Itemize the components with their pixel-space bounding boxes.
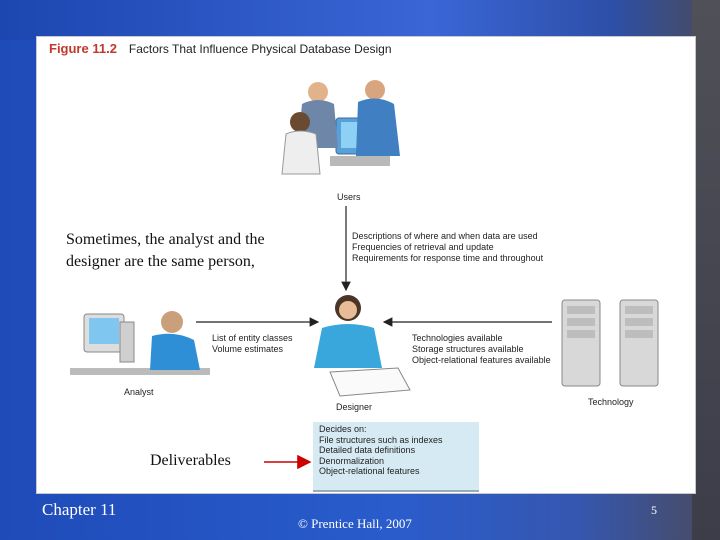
technology-input-item: Technologies available bbox=[412, 333, 551, 344]
users-illustration bbox=[282, 80, 400, 174]
deliverable-item: Decides on: bbox=[319, 424, 443, 435]
technology-input-item: Object-relational features available bbox=[412, 355, 551, 366]
analyst-input-item: List of entity classes bbox=[212, 333, 293, 344]
analyst-input-item: Volume estimates bbox=[212, 344, 293, 355]
technology-illustration bbox=[562, 300, 658, 386]
technology-inputs-list: Technologies available Storage structure… bbox=[412, 333, 551, 366]
users-input-item: Frequencies of retrieval and update bbox=[352, 242, 543, 253]
deliverable-item: Detailed data definitions bbox=[319, 445, 443, 456]
designer-label: Designer bbox=[336, 402, 372, 413]
technology-label: Technology bbox=[588, 397, 634, 408]
users-inputs-list: Descriptions of where and when data are … bbox=[352, 231, 543, 264]
deliverable-item: File structures such as indexes bbox=[319, 435, 443, 446]
analyst-illustration bbox=[70, 311, 210, 375]
deliverables-list: Decides on: File structures such as inde… bbox=[319, 424, 443, 477]
deliverables-box: Decides on: File structures such as inde… bbox=[313, 422, 479, 492]
copyright-label: © Prentice Hall, 2007 bbox=[298, 516, 412, 532]
users-input-item: Descriptions of where and when data are … bbox=[352, 231, 543, 242]
users-input-item: Requirements for response time and throu… bbox=[352, 253, 543, 264]
designer-illustration bbox=[314, 295, 410, 396]
chapter-label: Chapter 11 bbox=[42, 500, 116, 520]
analyst-label: Analyst bbox=[124, 387, 154, 398]
deliverable-item: Denormalization bbox=[319, 456, 443, 467]
same-person-note-line1: Sometimes, the analyst and the bbox=[66, 229, 265, 251]
analyst-inputs-list: List of entity classes Volume estimates bbox=[212, 333, 293, 355]
deliverables-note: Deliverables bbox=[150, 450, 231, 472]
technology-input-item: Storage structures available bbox=[412, 344, 551, 355]
page-number: 5 bbox=[651, 503, 657, 518]
same-person-note: Sometimes, the analyst and the designer … bbox=[66, 229, 265, 273]
users-label: Users bbox=[337, 192, 361, 203]
deliverable-item: Object-relational features bbox=[319, 466, 443, 477]
same-person-note-line2: designer are the same person, bbox=[66, 251, 265, 273]
